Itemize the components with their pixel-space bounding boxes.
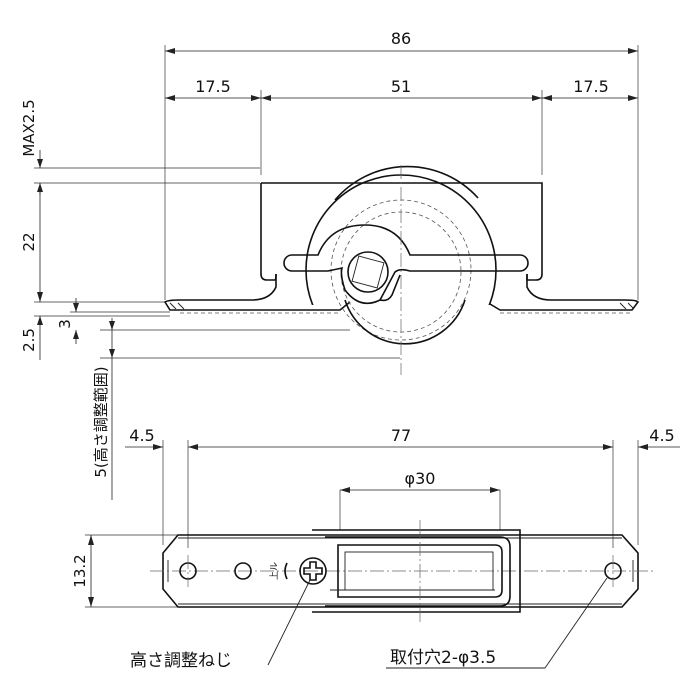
dimension-segments: 17.5 51 17.5 — [165, 77, 638, 101]
dim-total-width-label: 86 — [391, 29, 411, 48]
dim-body-label: 51 — [391, 77, 411, 96]
dimension-flange-drop: 3 — [56, 298, 79, 344]
wheel-housing — [312, 520, 521, 625]
dim-hole-pitch-label: 77 — [391, 426, 411, 445]
dim-bottom-thickness-label: 2.5 — [20, 328, 38, 352]
dim-height-label: 22 — [20, 232, 38, 251]
plan-view: 4.5 77 4.5 φ30 13.2 — [71, 426, 680, 671]
dimension-hole-pitch: 4.5 77 4.5 — [125, 426, 680, 450]
dimension-bottom-thickness: 2.5 — [20, 316, 43, 360]
dim-wheel-diameter-label: φ30 — [405, 469, 436, 488]
phillips-cross-icon — [303, 561, 323, 581]
dim-left-flange-label: 17.5 — [195, 77, 231, 96]
dim-left-offset-label: 4.5 — [129, 426, 154, 445]
dim-right-offset-label: 4.5 — [649, 426, 674, 445]
leader-lines: 高さ調整ねじ 取付穴2-φ3.5 — [130, 577, 608, 671]
side-extension-lines — [34, 45, 639, 359]
dim-width-label: 13.2 — [71, 554, 89, 587]
base-plate — [150, 534, 655, 608]
height-adjust-screw: 上ル — [269, 557, 327, 585]
dim-height-adjust-range-label: 5(高さ調整範囲) — [92, 366, 110, 477]
screw-head — [299, 557, 327, 585]
dimension-max-protrusion: MAX2.5 — [20, 99, 43, 195]
dimension-wheel-diameter: φ30 — [340, 469, 500, 493]
adjust-arrow-icon — [284, 562, 288, 580]
adjustment-slot — [283, 224, 529, 305]
dimension-total-width: 86 — [165, 29, 638, 54]
plan-extension-lines — [85, 440, 639, 608]
dimension-height-adjust-range: 5(高さ調整範囲) — [92, 318, 115, 500]
mounting-holes — [179, 555, 622, 587]
dim-max-protrusion-label: MAX2.5 — [20, 99, 38, 156]
adjust-hole — [234, 562, 252, 580]
dimension-height: 22 — [20, 183, 43, 302]
adjust-direction-mark: 上ル — [269, 562, 280, 580]
dim-flange-drop-label: 3 — [56, 319, 74, 329]
dim-right-flange-label: 17.5 — [573, 77, 609, 96]
label-mounting-holes: 取付穴2-φ3.5 — [390, 648, 496, 668]
roller-body — [163, 182, 640, 314]
dimension-width: 13.2 — [71, 535, 94, 607]
side-view: 86 17.5 51 17.5 MAX2.5 22 — [20, 29, 640, 500]
label-height-screw: 高さ調整ねじ — [130, 651, 232, 671]
